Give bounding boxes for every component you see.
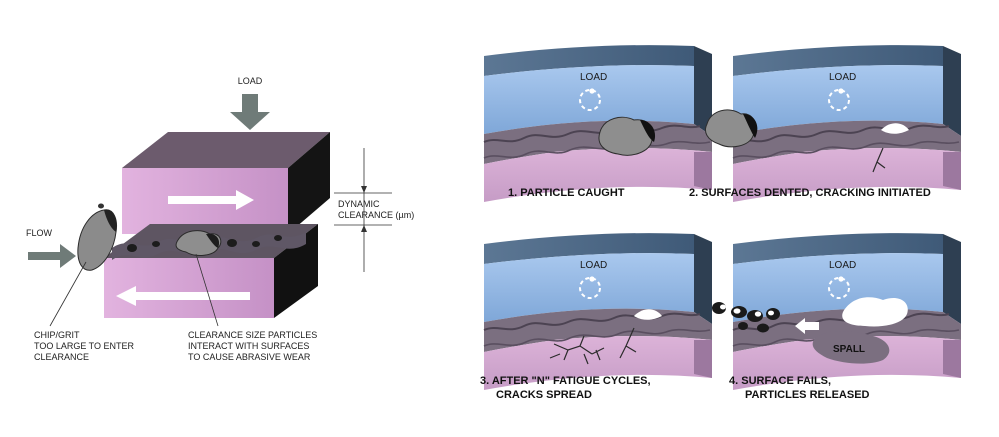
gap-particle [274, 235, 282, 241]
chip-grit-leader [49, 261, 87, 327]
flow-label: FLOW [26, 228, 53, 238]
panel-3-load-label: LOAD [580, 260, 607, 271]
released-particles [712, 302, 780, 333]
chip-grit-label-2: TOO LARGE TO ENTER [34, 341, 135, 351]
clearance-arrowhead-down [361, 186, 367, 193]
panel-3-caption-line-1: 3. AFTER "N" FATIGUE CYCLES, [480, 375, 651, 387]
panel-4-particles-released: LOAD SPALL 4. SURFACE FAILS, PARTICLES R… [712, 232, 962, 401]
sliding-blocks-diagram: LOAD FLOW DYNAMIC CLEARANCE (µm) CHIP/GR… [26, 76, 414, 362]
panel-1-load-label: LOAD [580, 72, 607, 83]
clearance-particles-leader [195, 253, 219, 327]
gap-particle [252, 241, 260, 247]
spall-label: SPALL [833, 344, 865, 355]
dent [881, 123, 909, 134]
load-label: LOAD [238, 76, 263, 86]
clearance-particles-label-1: CLEARANCE SIZE PARTICLES [188, 330, 317, 340]
clearance-particles-label-2: INTERACT WITH SURFACES [188, 341, 309, 351]
lower-block-front [104, 258, 274, 318]
panel-3-caption-line-2: CRACKS SPREAD [496, 389, 592, 401]
panel-4-caption-line-1: 4. SURFACE FAILS, [729, 375, 831, 387]
spread-cracks [549, 335, 605, 365]
panel-1-particle-caught: LOAD 1. PARTICLE CAUGHT [483, 44, 713, 203]
upper-block-top [122, 132, 330, 168]
crack-branch [619, 327, 637, 359]
dent [634, 309, 662, 320]
panel-4-caption-line-2: PARTICLES RELEASED [745, 389, 870, 401]
initial-crack [872, 147, 886, 173]
exiting-particle-shadow [743, 114, 758, 138]
chip-grit-label-1: CHIP/GRIT [34, 330, 80, 340]
clearance-particle-shadow [206, 233, 220, 248]
chip-grit-shadow [104, 209, 117, 232]
release-arrow [795, 318, 819, 334]
small-grit [98, 203, 104, 209]
lower-block-arrow-left [116, 286, 250, 306]
panel-2-load-label: LOAD [829, 72, 856, 83]
dynamic-clearance-label-1: DYNAMIC [338, 199, 380, 209]
gap-particle [152, 241, 160, 247]
panel-1-caption: 1. PARTICLE CAUGHT [508, 187, 625, 199]
gap-particle [227, 239, 237, 247]
exiting-particle [705, 109, 756, 148]
caught-particle-shadow [640, 120, 656, 142]
gap-particle [127, 244, 137, 252]
panel-2-cracking-initiated: LOAD 2. SURFACES DENTED, CRACKING INITIA… [689, 44, 962, 203]
spall-region [812, 331, 890, 364]
panel-4-load-label: LOAD [829, 260, 856, 271]
load-arrow [230, 94, 270, 130]
upper-block-side [288, 132, 330, 234]
spall-cavity [842, 297, 908, 327]
clearance-particles-label-3: TO CAUSE ABRASIVE WEAR [188, 352, 311, 362]
clearance-arrowhead-up [361, 225, 367, 232]
upper-block-arrow-right [168, 190, 254, 210]
panel-3-cracks-spread: LOAD 3. AFTER "N" FATIGUE CYCLES, CRACKS… [480, 232, 713, 401]
chip-grit-label-3: CLEARANCE [34, 352, 89, 362]
lower-block-side [274, 224, 318, 318]
flow-arrow [28, 244, 76, 268]
dynamic-clearance-label-2: CLEARANCE (µm) [338, 210, 414, 220]
panel-2-caption: 2. SURFACES DENTED, CRACKING INITIATED [689, 187, 931, 199]
